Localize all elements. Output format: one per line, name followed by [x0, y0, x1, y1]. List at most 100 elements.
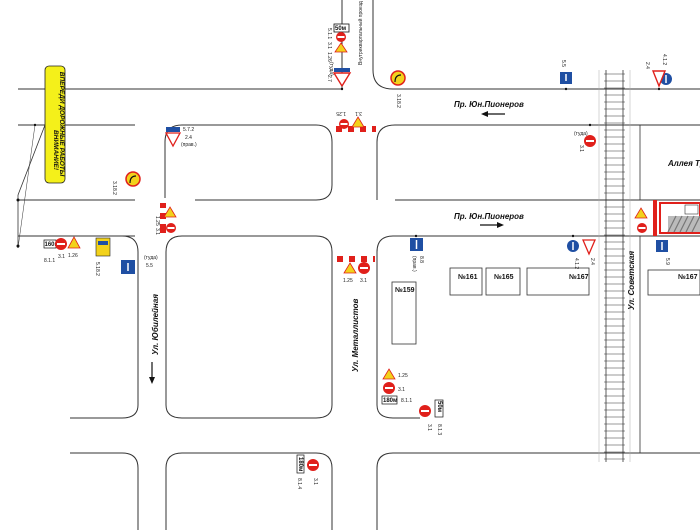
- roadworks-icon-c: [163, 206, 177, 218]
- street-name-pioneers-mid: Пр. Юн.Пионеров: [454, 212, 524, 221]
- no-left-turn-icon: [390, 70, 406, 86]
- sign-code-55-a: 5.5: [560, 60, 566, 67]
- sign-code-813: 8.1.3: [436, 424, 442, 435]
- sign-code-511-b: 8.1.1: [44, 258, 55, 264]
- sign-group-no-left-turn-left: 3.18.2: [111, 171, 141, 195]
- warning-board-line2: ВПЕРЕДИ ДОРОЖНЫЕ РАБОТЫ: [58, 72, 65, 177]
- sign-code-27-a: 2.7: [326, 75, 332, 82]
- sign-code-tuda-c: (прав.): [181, 142, 197, 148]
- sign-code-412-b: 4.1.2: [573, 258, 579, 269]
- sign-code-59: 5.9: [664, 258, 670, 265]
- sign-code-31-f: 3.1: [360, 278, 367, 284]
- building-167b: [647, 269, 700, 296]
- road-edges: [18, 0, 700, 530]
- sign-plate-50m-b: 50м: [436, 401, 442, 413]
- give-way-icon-d: [582, 239, 596, 256]
- sign-code-125-c: 1.25: [343, 278, 353, 284]
- sign-group-bottom-middle: 180м 3.1 8.1.4: [296, 454, 319, 489]
- street-name-pioneers-top: Пр. Юн.Пионеров: [454, 100, 524, 109]
- no-left-turn-icon-b: [125, 171, 141, 187]
- road-barriers: [160, 126, 700, 262]
- street-name-alley: Аллея Тр: [667, 159, 700, 168]
- sign-code-5182: 5.18.2: [94, 262, 100, 276]
- sign-group-left-corner: 160м 8.1.1 3.1 1.26 5.18.2: [43, 236, 111, 276]
- street-name-metallistov: Ул. Металлистов: [351, 299, 360, 372]
- railway: [598, 70, 631, 462]
- sign-plate-160m: 160м: [45, 242, 60, 248]
- sign-plate-50m: 50м: [335, 26, 347, 32]
- sign-code-31-a: 3.1: [326, 42, 332, 49]
- sign-code-tuda-d: (туда): [144, 255, 158, 261]
- sign-code-31-i: 3.1: [312, 478, 318, 485]
- barrier-left: [160, 203, 166, 233]
- roadworks-icon-d: [67, 236, 81, 249]
- sign-code-31-c: 3.1: [355, 110, 362, 116]
- sign-code-88-a: 8.8: [418, 256, 424, 263]
- roadworks-icon-g: [382, 368, 396, 380]
- building-159-label: №159: [395, 286, 415, 294]
- sign-group-barrier-left: 1.25 3.1: [154, 206, 177, 235]
- sign-code-tuda-e: (прав.): [411, 256, 417, 272]
- arrow-left-top: [481, 111, 505, 117]
- sign-group-one-way-top: 5.5: [560, 60, 572, 84]
- sign-group-one-way-yubileynaya: (туда) 5.5: [121, 255, 158, 274]
- sign-group-right-edge: 5.9: [634, 207, 670, 265]
- building-167-label: №167: [569, 273, 589, 281]
- sign-code-125-a: 1.25: [336, 110, 346, 116]
- sign-group-barrier-middle: 1.25 3.1: [343, 262, 370, 284]
- warning-board-line1: ВНИМАНИЕ!: [52, 130, 59, 171]
- street-name-sovetskaya: Ул. Советская: [627, 251, 636, 310]
- inner-drive-label: Внутриквартальный проезд: [357, 1, 364, 65]
- barrier-right: [653, 200, 657, 236]
- roadworks-warning-board: ВНИМАНИЕ! ВПЕРЕДИ ДОРОЖНЫЕ РАБОТЫ: [17, 65, 66, 249]
- building-167b-label: №167: [678, 273, 698, 281]
- roadworks-icon-f: [634, 207, 648, 219]
- building-161: [449, 267, 483, 296]
- sign-code-3182-b: 3.18.2: [111, 181, 117, 195]
- building-165: [485, 267, 521, 296]
- building-165-label: №165: [494, 273, 514, 281]
- sign-code-31-b: 3.1: [578, 145, 584, 152]
- sign-code-31-g: 3.1: [398, 387, 405, 393]
- sign-group-lane-middle: 8.8 (прав.): [410, 238, 424, 272]
- sign-code-tuda-a: (туда): [328, 62, 334, 76]
- detour-sign-icon: [95, 237, 111, 257]
- building-159: [391, 281, 417, 345]
- building-167: [526, 267, 590, 296]
- sign-code-55-b: 5.5: [146, 263, 153, 269]
- sign-group-no-left-turn-top: 3.18.2: [390, 70, 406, 108]
- buildings: [391, 267, 700, 345]
- sign-group-sovetskaya: 4.1.2 2.4: [567, 239, 596, 269]
- give-way-icon-b: [651, 70, 667, 88]
- sign-code-24-c: 2.4: [185, 135, 192, 141]
- sign-code-24-b: 2.4: [644, 62, 650, 69]
- building-161-label: №161: [458, 273, 478, 281]
- arrow-right-mid: [480, 222, 504, 228]
- sign-code-31-h: 3.1: [426, 424, 432, 431]
- sign-posts: [16, 87, 661, 248]
- sign-plate-180m: 180м: [383, 398, 398, 404]
- sign-plate-180m-b: 180м: [297, 457, 303, 472]
- sign-group-inner-drive: 50м 5.1.1 3.1 1.26 (туда) 2.7: [326, 23, 352, 89]
- sign-code-412-a: 4.1.2: [661, 54, 667, 65]
- sign-code-31-e: 3.1: [58, 254, 65, 260]
- sign-code-125-d: 1.25: [398, 373, 408, 379]
- sign-code-126-b: 1.26: [68, 253, 78, 259]
- sign-code-tuda-b: (туда): [574, 131, 588, 137]
- sign-group-no-entry-alley: (туда) 3.1: [574, 131, 596, 152]
- sign-code-811-a: 8.1.1: [401, 398, 412, 404]
- sign-code-31-d: 3.1: [154, 228, 160, 235]
- sign-group-barrier-top: 1.25 3.1: [336, 110, 365, 129]
- roadworks-icon-e: [343, 262, 357, 274]
- sign-code-511-a: 5.1.1: [326, 28, 332, 39]
- sign-group-metallistov-lower: 1.25 3.1 180м 8.1.1: [381, 368, 412, 405]
- street-name-yubileynaya: Ул. Юбилейная: [151, 294, 160, 355]
- arrow-down-yubileynaya: [149, 362, 155, 384]
- sign-group-bottom-right: 50м 3.1 8.1.3: [419, 399, 444, 435]
- roadworks-icon: [334, 42, 348, 53]
- sign-code-814: 8.1.4: [296, 478, 302, 489]
- roadworks-icon-b: [351, 116, 365, 128]
- sign-group-top-right: 2.4 4.1.2: [644, 54, 672, 88]
- sign-code-125-b: 1.25: [154, 216, 160, 226]
